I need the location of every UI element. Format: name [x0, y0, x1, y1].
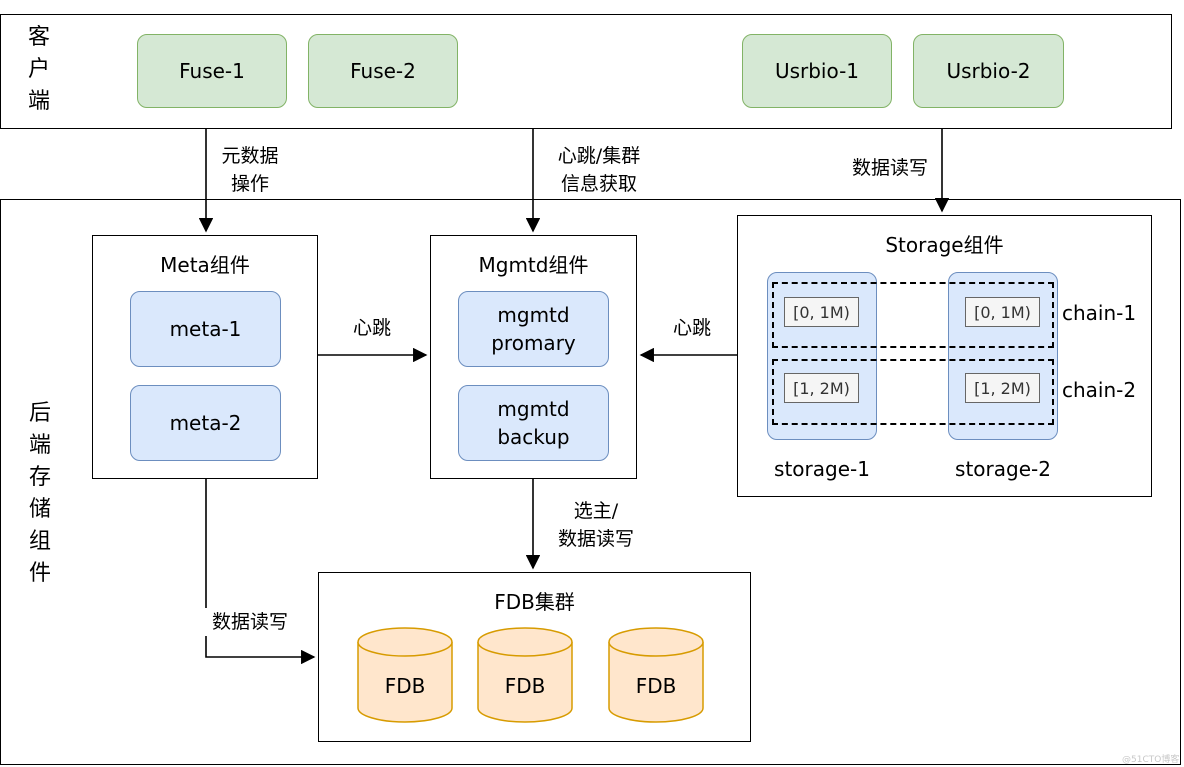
meta-node-1[interactable]: meta-1	[130, 291, 281, 367]
edge-label-storage-mgmtd: 心跳	[666, 314, 718, 342]
mgmtd-node-backup[interactable]: mgmtd backup	[458, 385, 609, 461]
edge-label-meta-fdb: 数据读写	[202, 608, 298, 636]
mgmtd-node-role: promary	[491, 331, 576, 355]
edge-label-client-meta: 元数据 操作	[210, 142, 290, 198]
edge-label-meta-mgmtd: 心跳	[346, 314, 398, 342]
client-node-usrbio-2[interactable]: Usrbio-2	[913, 34, 1064, 108]
fdb-node-3[interactable]	[608, 627, 704, 723]
fdb-node-1-label: FDB	[384, 674, 426, 698]
storage-node-2-label: storage-2	[955, 457, 1051, 481]
meta-component-title: Meta组件	[160, 252, 250, 277]
mgmtd-node-role: backup	[497, 425, 570, 449]
client-region-label: 客户端	[27, 25, 50, 114]
client-node-label: Usrbio-2	[946, 59, 1031, 83]
client-node-usrbio-1[interactable]: Usrbio-1	[742, 34, 892, 108]
chunk-range-storage-1-chain-2[interactable]: [1, 2M)	[784, 373, 859, 403]
storage-node-1-label: storage-1	[774, 457, 870, 481]
chunk-range-storage-2-chain-1[interactable]: [0, 1M)	[965, 297, 1040, 327]
meta-node-label: meta-2	[169, 411, 242, 435]
mgmtd-node-label: mgmtd	[497, 397, 570, 421]
fdb-node-2[interactable]	[477, 627, 573, 723]
chain-2-label: chain-2	[1062, 378, 1137, 402]
fdb-cluster-title: FDB集群	[494, 589, 575, 614]
edge-label-mgmtd-fdb: 选主/ 数据读写	[548, 497, 644, 553]
client-node-label: Fuse-1	[179, 59, 245, 83]
fdb-node-3-label: FDB	[635, 674, 677, 698]
chain-2-group	[772, 359, 1054, 425]
fdb-node-1[interactable]	[357, 627, 453, 723]
edge-label-client-storage: 数据读写	[842, 154, 938, 182]
chain-1-group	[772, 282, 1054, 348]
watermark: @51CTO博客	[1122, 755, 1180, 765]
chain-1-label: chain-1	[1062, 301, 1137, 325]
mgmtd-node-label: mgmtd	[497, 303, 570, 327]
meta-node-label: meta-1	[169, 317, 242, 341]
chunk-range-storage-1-chain-1[interactable]: [0, 1M)	[784, 297, 859, 327]
edge-label-client-mgmtd: 心跳/集群 信息获取	[546, 142, 652, 198]
backend-region-label: 后端存储组件	[28, 401, 51, 586]
client-node-label: Usrbio-1	[774, 59, 860, 83]
storage-component-title: Storage组件	[885, 232, 1004, 257]
mgmtd-node-primary[interactable]: mgmtd promary	[458, 291, 609, 367]
fdb-node-2-label: FDB	[504, 674, 546, 698]
client-node-fuse-2[interactable]: Fuse-2	[308, 34, 458, 108]
client-node-label: Fuse-2	[350, 59, 416, 83]
chunk-range-storage-2-chain-2[interactable]: [1, 2M)	[965, 373, 1040, 403]
meta-node-2[interactable]: meta-2	[130, 385, 281, 461]
mgmtd-component-title: Mgmtd组件	[478, 252, 589, 277]
client-node-fuse-1[interactable]: Fuse-1	[137, 34, 287, 108]
